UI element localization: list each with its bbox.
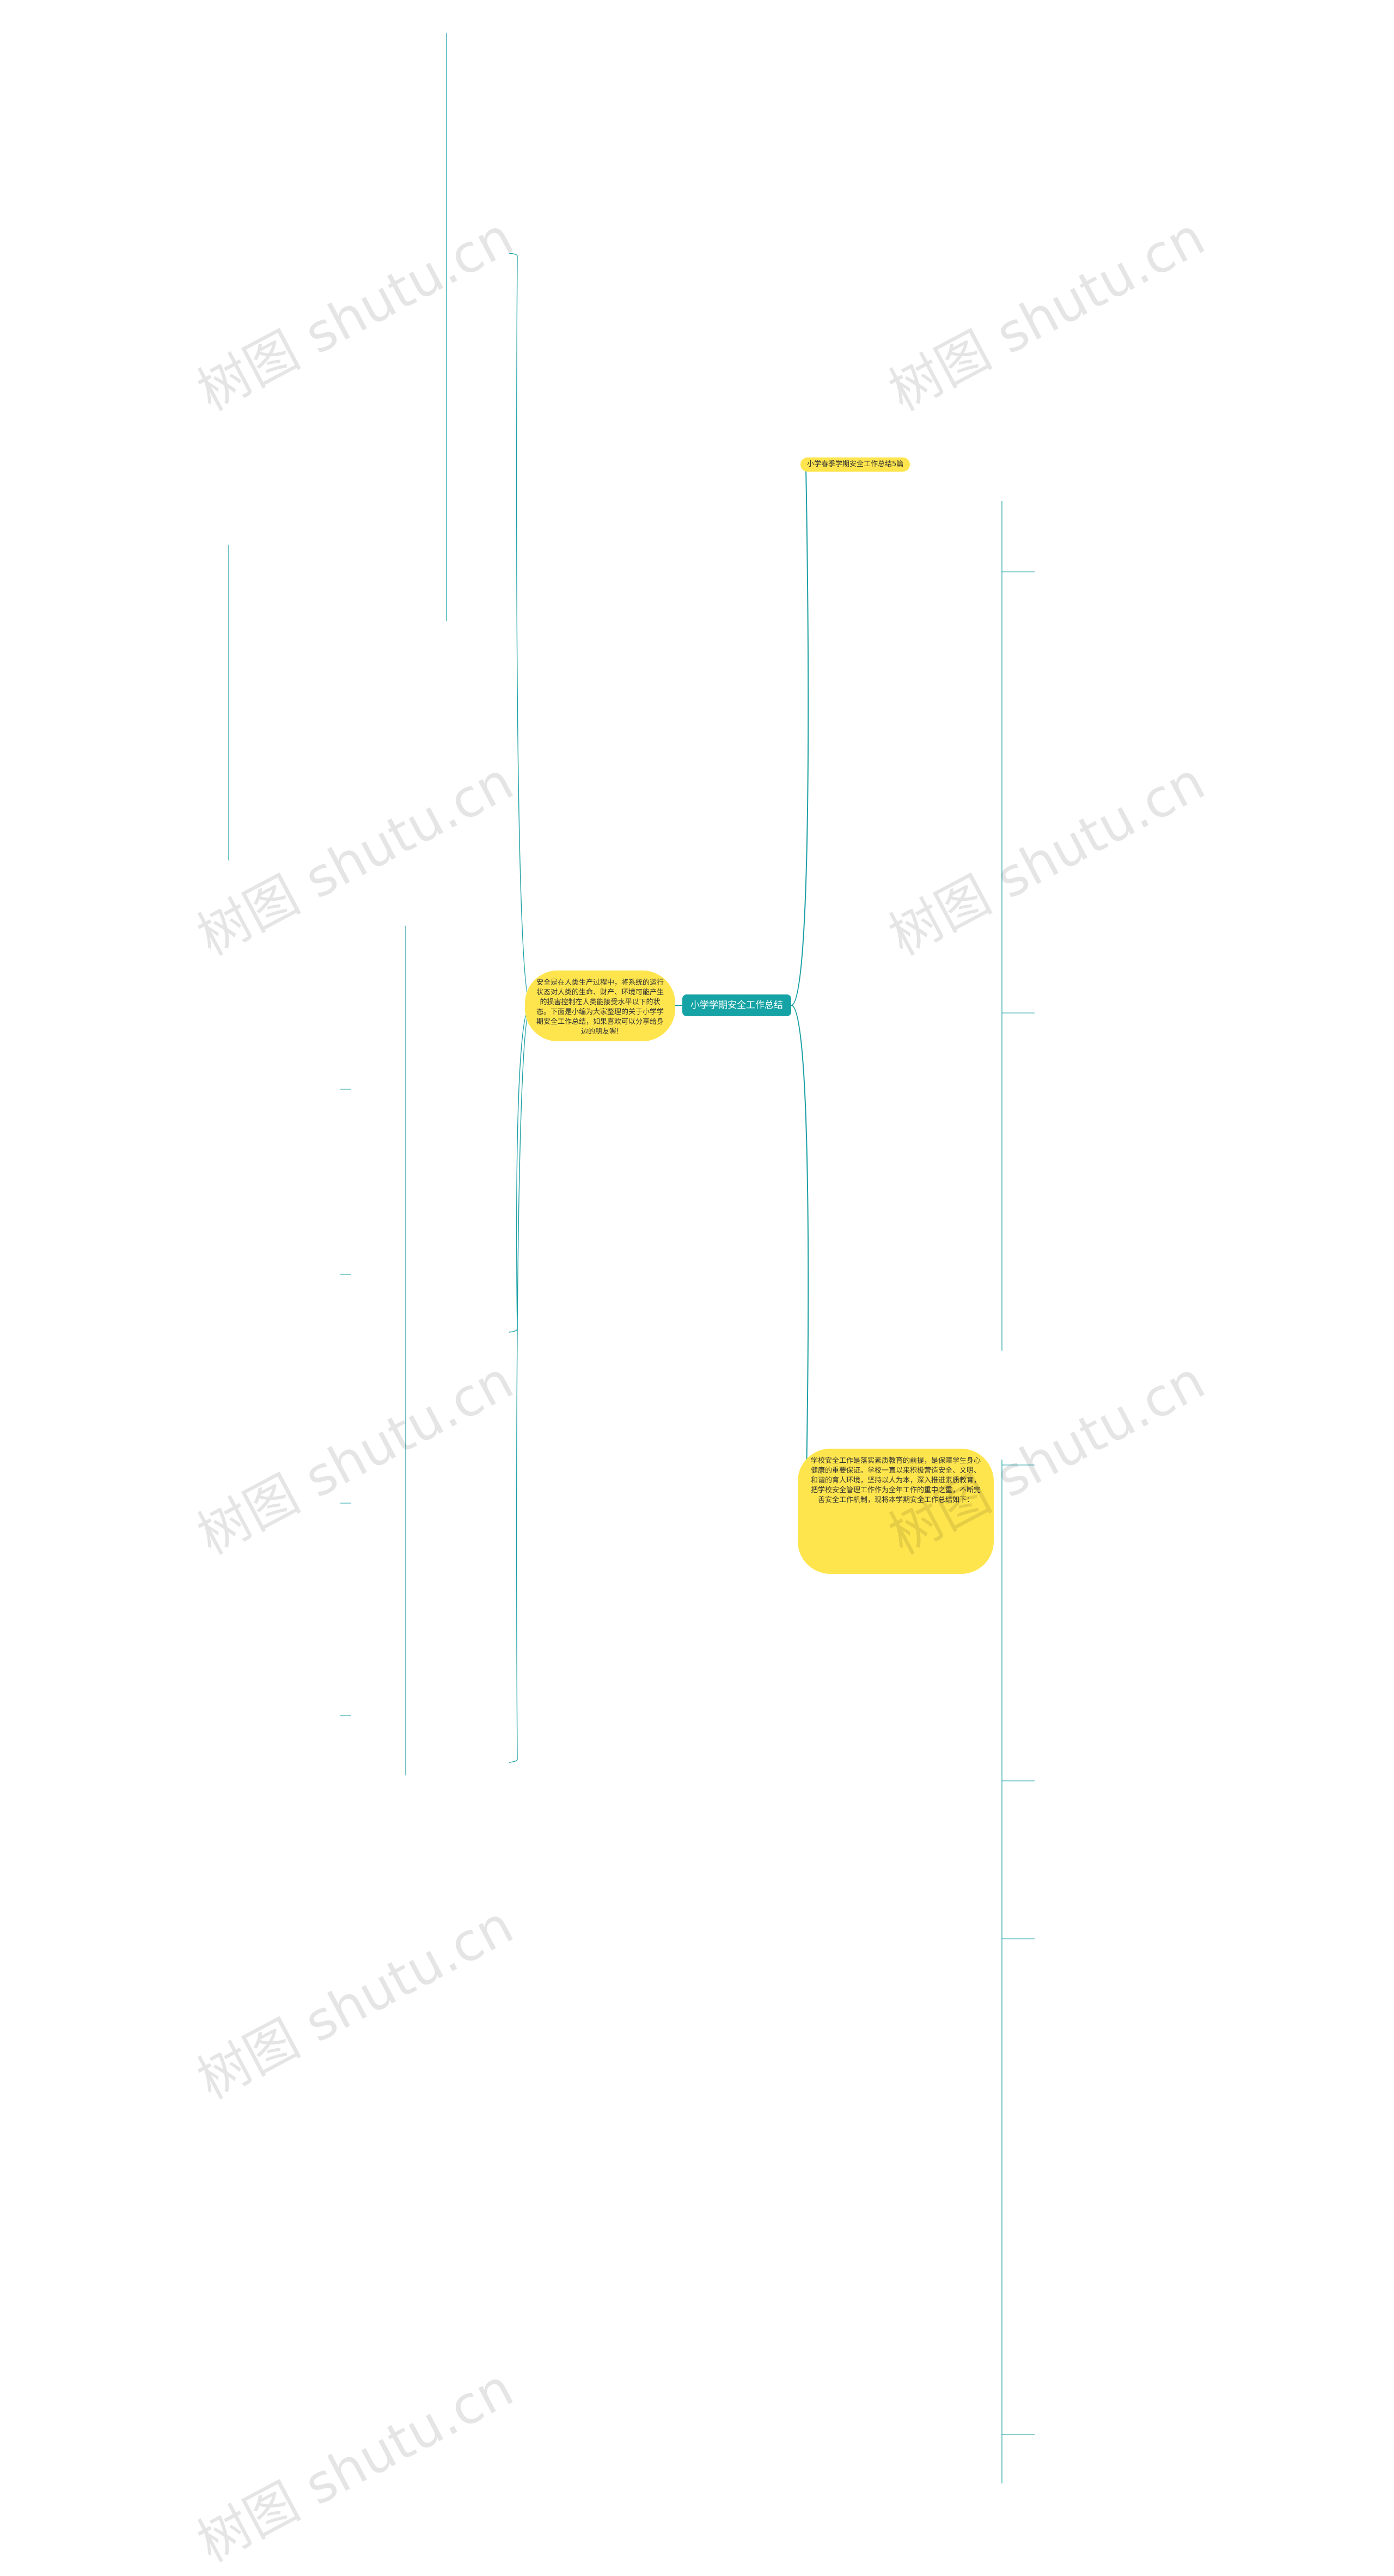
root-node[interactable]: 小学学期安全工作总结 (682, 994, 791, 1016)
intro-right-node[interactable]: 学校安全工作是落实素质教育的前提，是保障学生身心健康的重要保证。学校一直以来积极… (798, 1449, 994, 1574)
top-link-node[interactable]: 小学春季学期安全工作总结5篇 (800, 457, 910, 472)
intro-left-node[interactable]: 安全是在人类生产过程中，将系统的运行状态对人类的生命、财产、环境可能产生的损害控… (525, 970, 675, 1041)
mindmap-connectors (228, 33, 1035, 2483)
